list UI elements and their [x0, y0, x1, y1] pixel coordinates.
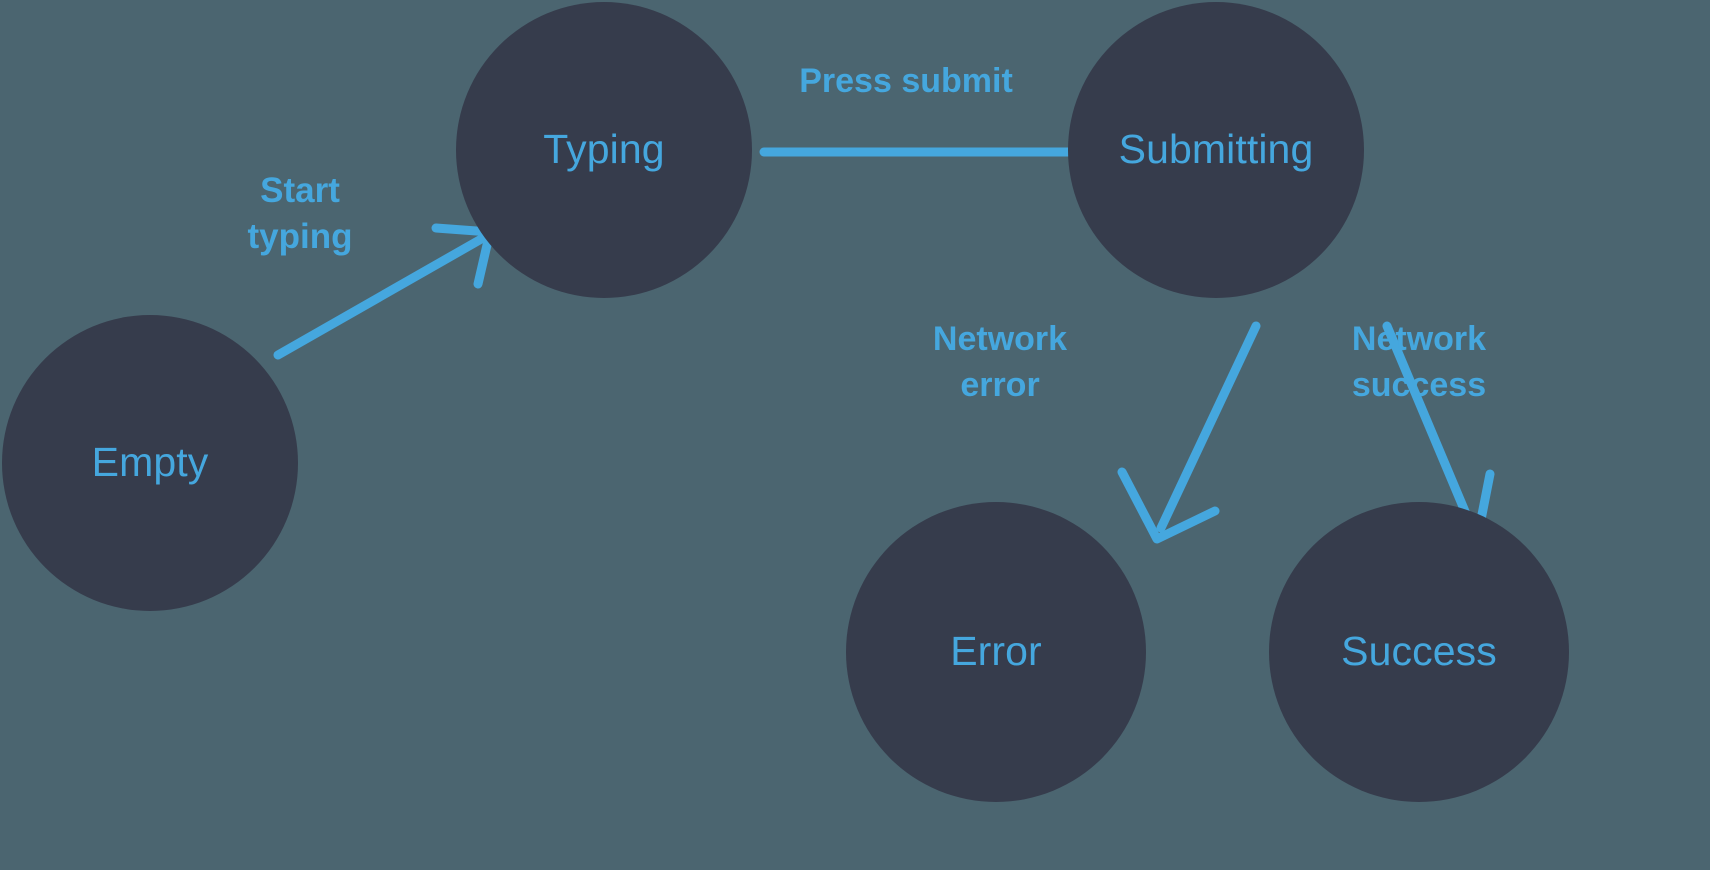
arrow-network-error [1117, 321, 1261, 544]
state-node-submitting[interactable]: Submitting [1068, 2, 1364, 298]
state-node-label: Error [950, 628, 1042, 675]
state-node-label: Submitting [1118, 126, 1314, 173]
state-node-label: Typing [543, 126, 665, 173]
state-node-label: Success [1341, 628, 1497, 675]
state-node-label: Empty [91, 439, 209, 486]
transition-label-network-error: Network error [932, 320, 1068, 404]
state-node-empty[interactable]: Empty [2, 315, 298, 611]
transition-label-network-success: Network success [1351, 320, 1487, 404]
state-node-typing[interactable]: Typing [456, 2, 752, 298]
transition-label-press-submit: Press submit [799, 62, 1013, 100]
transition-label-start-typing: Start typing [247, 171, 353, 256]
state-node-success[interactable]: Success [1269, 502, 1569, 802]
state-node-error[interactable]: Error [846, 502, 1146, 802]
